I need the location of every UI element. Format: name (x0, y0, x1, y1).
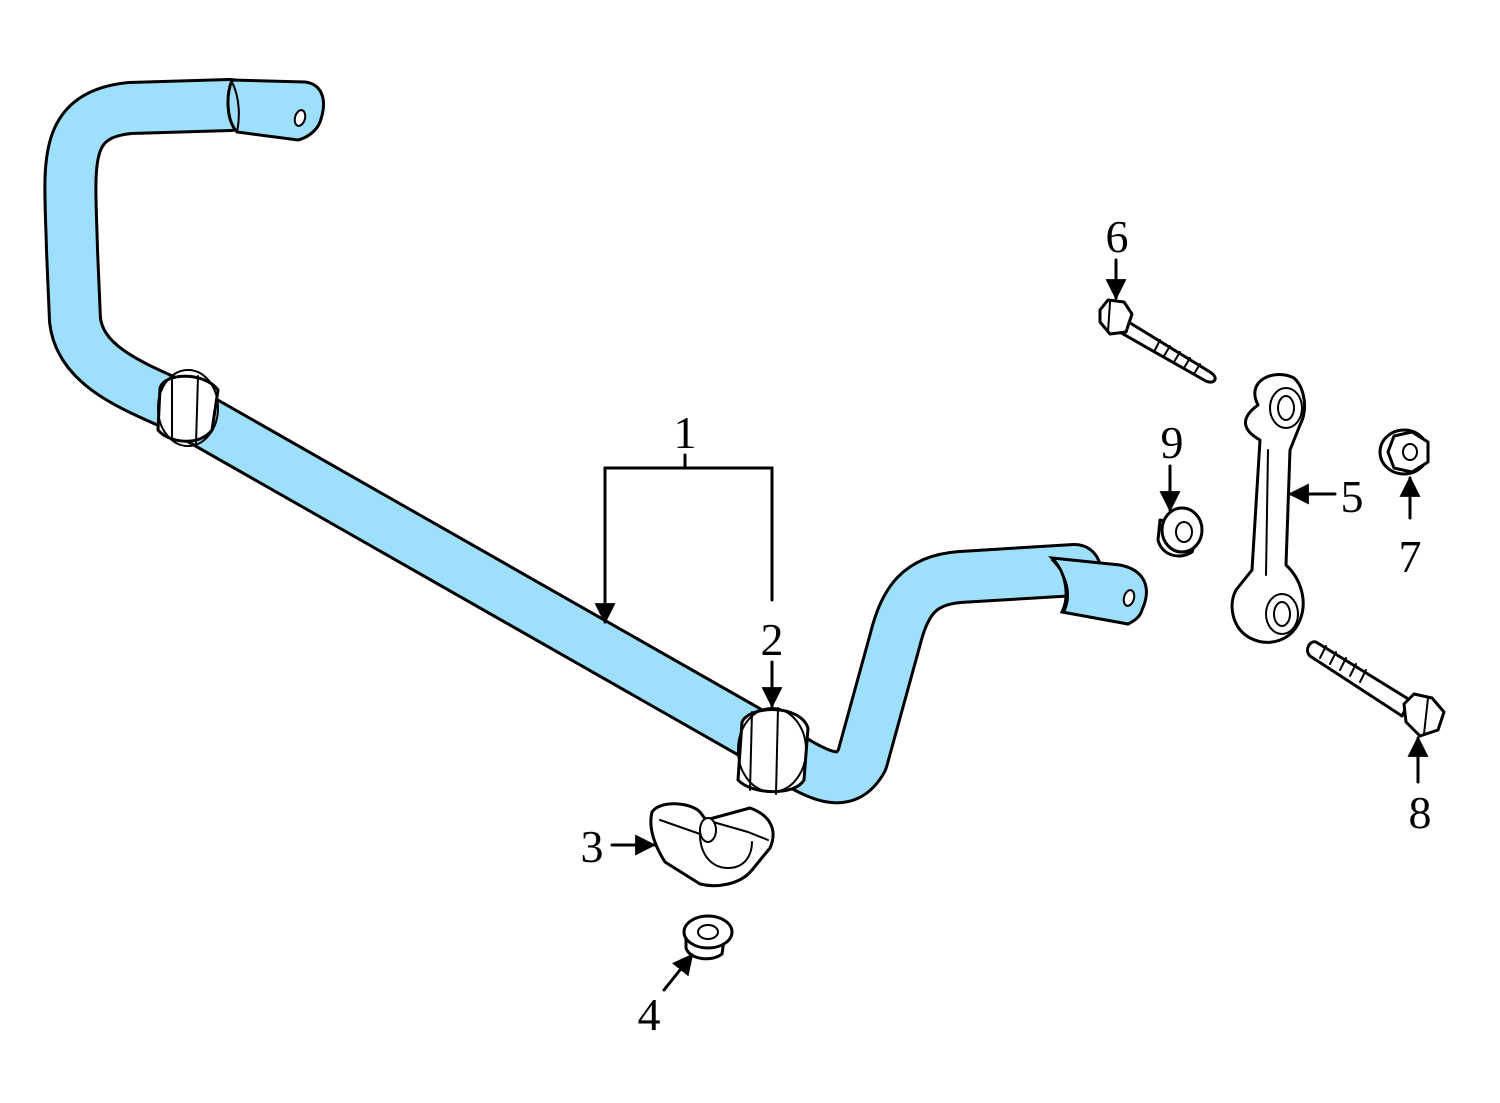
bushing-bracket (649, 802, 775, 888)
callout-3: 3 (581, 821, 604, 872)
stabilizer-bushing (736, 707, 810, 795)
callout-1: 1 (674, 407, 697, 458)
callout-9: 9 (1161, 417, 1184, 468)
stabilizer-bar (43, 78, 1148, 805)
callout-5: 5 (1341, 471, 1364, 522)
callout-4: 4 (638, 989, 661, 1040)
bracket-nut (682, 914, 734, 961)
lower-link-bolt (1306, 640, 1446, 738)
upper-link-bolt (1098, 298, 1217, 384)
stabilizer-link (1230, 373, 1307, 644)
callout-8: 8 (1409, 787, 1432, 838)
left-bushing (156, 369, 220, 447)
callout-2: 2 (761, 614, 784, 665)
link-nut-9 (1156, 506, 1204, 558)
leader-lines (594, 258, 1429, 992)
callout-6: 6 (1106, 211, 1129, 262)
link-nut-7 (1378, 428, 1430, 476)
callout-7: 7 (1399, 531, 1422, 582)
